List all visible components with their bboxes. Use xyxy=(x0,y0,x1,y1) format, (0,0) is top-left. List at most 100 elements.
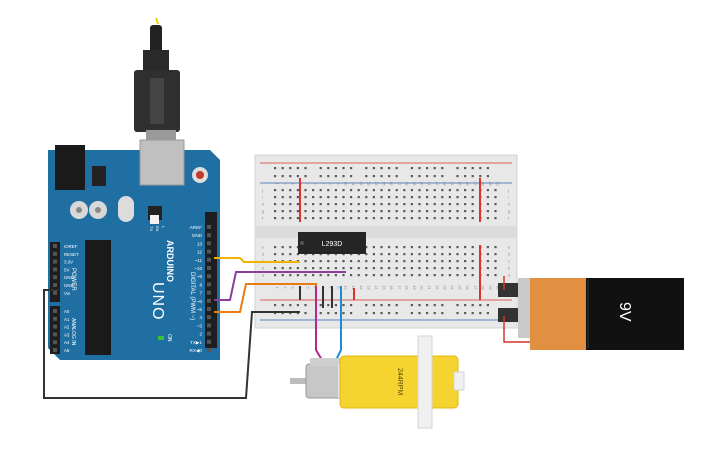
header-pin[interactable] xyxy=(207,225,211,229)
wire-purple[interactable] xyxy=(214,271,346,301)
rail-hole[interactable] xyxy=(441,175,444,178)
rail-hole[interactable] xyxy=(334,304,337,307)
breadboard-hole[interactable] xyxy=(418,246,421,249)
breadboard-hole[interactable] xyxy=(327,260,330,263)
breadboard-hole[interactable] xyxy=(274,189,277,192)
header-pin[interactable] xyxy=(207,348,211,352)
breadboard-hole[interactable] xyxy=(334,203,337,206)
breadboard-hole[interactable] xyxy=(464,274,467,277)
rail-hole[interactable] xyxy=(319,312,322,315)
breadboard-hole[interactable] xyxy=(334,210,337,213)
breadboard-hole[interactable] xyxy=(388,217,391,220)
rail-hole[interactable] xyxy=(304,312,307,315)
breadboard-hole[interactable] xyxy=(395,267,398,270)
breadboard-hole[interactable] xyxy=(372,189,375,192)
breadboard-hole[interactable] xyxy=(395,189,398,192)
breadboard-hole[interactable] xyxy=(365,203,368,206)
rail-hole[interactable] xyxy=(410,304,413,307)
rail-hole[interactable] xyxy=(479,167,482,170)
breadboard-hole[interactable] xyxy=(304,196,307,199)
breadboard-hole[interactable] xyxy=(289,253,292,256)
breadboard-hole[interactable] xyxy=(433,196,436,199)
rail-hole[interactable] xyxy=(380,312,383,315)
breadboard-hole[interactable] xyxy=(380,203,383,206)
breadboard-hole[interactable] xyxy=(448,210,451,213)
rail-hole[interactable] xyxy=(471,312,474,315)
breadboard-hole[interactable] xyxy=(494,210,497,213)
header-pin[interactable] xyxy=(207,274,211,279)
breadboard-hole[interactable] xyxy=(403,274,406,277)
breadboard-hole[interactable] xyxy=(304,260,307,263)
breadboard-hole[interactable] xyxy=(494,217,497,220)
breadboard-hole[interactable] xyxy=(304,210,307,213)
breadboard-hole[interactable] xyxy=(357,267,360,270)
breadboard-hole[interactable] xyxy=(448,267,451,270)
breadboard-hole[interactable] xyxy=(342,274,345,277)
header-pin[interactable] xyxy=(207,315,211,320)
breadboard-hole[interactable] xyxy=(441,246,444,249)
rail-hole[interactable] xyxy=(395,167,398,170)
breadboard-hole[interactable] xyxy=(327,189,330,192)
rail-hole[interactable] xyxy=(433,312,436,315)
breadboard-hole[interactable] xyxy=(372,274,375,277)
header-pin[interactable] xyxy=(207,290,211,295)
breadboard-hole[interactable] xyxy=(304,274,307,277)
breadboard-hole[interactable] xyxy=(448,260,451,263)
rail-hole[interactable] xyxy=(441,167,444,170)
breadboard-hole[interactable] xyxy=(327,267,330,270)
breadboard-hole[interactable] xyxy=(327,253,330,256)
rail-hole[interactable] xyxy=(479,312,482,315)
breadboard-hole[interactable] xyxy=(372,203,375,206)
breadboard-hole[interactable] xyxy=(471,203,474,206)
rail-hole[interactable] xyxy=(350,167,353,170)
rail-hole[interactable] xyxy=(479,175,482,178)
breadboard-hole[interactable] xyxy=(289,217,292,220)
breadboard-hole[interactable] xyxy=(372,267,375,270)
breadboard-hole[interactable] xyxy=(312,196,315,199)
breadboard-hole[interactable] xyxy=(365,253,368,256)
breadboard-hole[interactable] xyxy=(433,210,436,213)
breadboard-hole[interactable] xyxy=(441,253,444,256)
breadboard-hole[interactable] xyxy=(486,196,489,199)
breadboard-hole[interactable] xyxy=(464,217,467,220)
breadboard-hole[interactable] xyxy=(319,253,322,256)
breadboard-hole[interactable] xyxy=(486,203,489,206)
breadboard-hole[interactable] xyxy=(388,260,391,263)
breadboard-hole[interactable] xyxy=(380,196,383,199)
breadboard-hole[interactable] xyxy=(410,217,413,220)
wire-black-gnd[interactable] xyxy=(43,289,300,399)
breadboard-hole[interactable] xyxy=(350,260,353,263)
rail-hole[interactable] xyxy=(418,304,421,307)
rail-hole[interactable] xyxy=(395,175,398,178)
rail-hole[interactable] xyxy=(319,304,322,307)
rail-hole[interactable] xyxy=(456,304,459,307)
breadboard-hole[interactable] xyxy=(319,196,322,199)
breadboard-hole[interactable] xyxy=(426,217,429,220)
breadboard-hole[interactable] xyxy=(464,203,467,206)
header-pin[interactable] xyxy=(53,259,57,264)
rail-hole[interactable] xyxy=(464,304,467,307)
rail-hole[interactable] xyxy=(471,167,474,170)
breadboard-hole[interactable] xyxy=(395,217,398,220)
breadboard-hole[interactable] xyxy=(426,253,429,256)
breadboard-hole[interactable] xyxy=(289,203,292,206)
rail-hole[interactable] xyxy=(327,175,330,178)
rail-hole[interactable] xyxy=(410,175,413,178)
breadboard-hole[interactable] xyxy=(304,203,307,206)
arduino-board[interactable]: ARDUINO UNO DIGITAL (PWM ~) POWER ANALOG… xyxy=(48,139,220,360)
breadboard-hole[interactable] xyxy=(274,196,277,199)
header-pin[interactable] xyxy=(53,244,57,248)
breadboard-hole[interactable] xyxy=(486,246,489,249)
breadboard-hole[interactable] xyxy=(403,253,406,256)
breadboard-hole[interactable] xyxy=(486,189,489,192)
breadboard-hole[interactable] xyxy=(350,196,353,199)
rail-hole[interactable] xyxy=(281,175,284,178)
rail-hole[interactable] xyxy=(365,304,368,307)
breadboard-hole[interactable] xyxy=(388,210,391,213)
header-pin[interactable] xyxy=(207,249,211,254)
breadboard-hole[interactable] xyxy=(274,246,277,249)
rail-hole[interactable] xyxy=(350,175,353,178)
breadboard-hole[interactable] xyxy=(433,189,436,192)
breadboard[interactable]: 1122334455667788991010111112121313141415… xyxy=(254,154,518,329)
breadboard-hole[interactable] xyxy=(418,189,421,192)
